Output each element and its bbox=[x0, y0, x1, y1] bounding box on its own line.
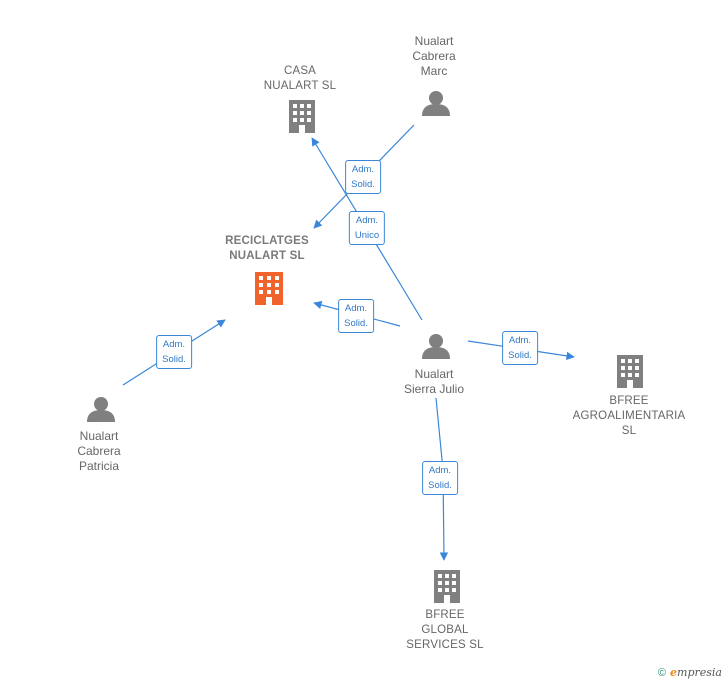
footer-brand: © empresia bbox=[658, 666, 722, 679]
node-label-bfree-agroalimentaria[interactable]: BFREE AGROALIMENTARIA SL bbox=[572, 395, 686, 437]
node-label-reciclatges-nualart[interactable]: RECICLATGES NUALART SL bbox=[225, 235, 309, 262]
brand-initial: e bbox=[670, 666, 678, 679]
role-box-julio-bfree-global: Adm. Solid. bbox=[422, 461, 458, 495]
role-box-marc-casa: Adm. Solid. bbox=[345, 160, 381, 194]
role-box-patricia-reciclatges: Adm. Solid. bbox=[156, 335, 192, 369]
person-icon bbox=[422, 334, 450, 359]
brand-logo: empresia bbox=[670, 666, 722, 679]
node-label-nualart-sierra-julio[interactable]: Nualart Sierra Julio bbox=[403, 367, 465, 396]
person-icon bbox=[87, 397, 115, 422]
role-box-julio-bfree-agro: Adm. Solid. bbox=[502, 331, 538, 365]
building-icon bbox=[289, 100, 315, 133]
role-box-julio-casa: Adm. Unico bbox=[348, 211, 386, 245]
node-label-casa-nualart[interactable]: CASA NUALART SL bbox=[263, 65, 337, 92]
building-focus-icon bbox=[255, 272, 283, 305]
node-label-nualart-cabrera-marc[interactable]: Nualart Cabrera Marc bbox=[412, 34, 456, 78]
person-icon bbox=[422, 91, 450, 116]
brand-name: mpresia bbox=[677, 666, 722, 679]
copyright-symbol: © bbox=[657, 666, 667, 679]
building-icon bbox=[617, 355, 643, 388]
role-box-julio-reciclatges: Adm. Solid. bbox=[338, 299, 374, 333]
node-label-nualart-cabrera-patricia[interactable]: Nualart Cabrera Patricia bbox=[77, 429, 121, 473]
building-icon bbox=[434, 570, 460, 603]
node-label-bfree-global-services[interactable]: BFREE GLOBAL SERVICES SL bbox=[406, 609, 484, 651]
